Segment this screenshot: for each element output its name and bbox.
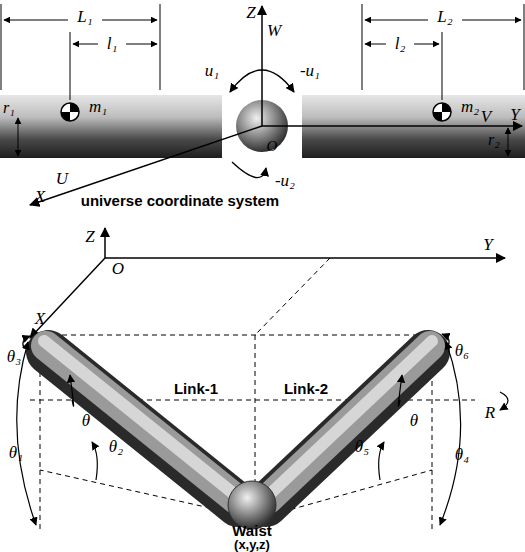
drawing-line (414, 44, 439, 45)
symbol-label: θ₅ (355, 438, 369, 455)
symbol-label: X (35, 188, 45, 205)
symbol-label: r₂ (488, 132, 500, 148)
drawing-line (44, 341, 234, 494)
com-symbol-2 (433, 103, 451, 121)
top-figure (0, 4, 525, 205)
drawing-circle (61, 103, 79, 121)
drawing-g (30, 258, 475, 530)
drawing-line (261, 6, 263, 126)
drawing-line (524, 4, 525, 90)
symbol-label: R (485, 404, 495, 421)
symbol-label: W (267, 22, 281, 39)
drawing-path (92, 442, 97, 480)
symbol-label: X (35, 310, 45, 327)
symbol-label: θ (410, 412, 418, 429)
drawing-line (365, 44, 386, 45)
caption-label: (x,y,z) (234, 538, 270, 551)
drawing-line (462, 20, 521, 21)
symbol-label: θ₂ (109, 438, 123, 455)
drawing-line (105, 257, 505, 259)
symbol-label: V (481, 108, 491, 125)
drawing-line (432, 470, 433, 530)
drawing-path (440, 342, 461, 525)
drawing-path (23, 336, 30, 348)
drawing-line (255, 258, 330, 335)
drawing-line (262, 125, 522, 127)
caption-label: universe coordinate system (81, 193, 279, 208)
drawing-line (270, 341, 432, 494)
drawing-path (70, 375, 74, 406)
symbol-label: L₁ (77, 8, 92, 25)
symbol-label: O (112, 260, 124, 277)
symbol-label: u₁ (205, 62, 219, 79)
symbol-label: l₂ (395, 35, 406, 52)
drawing-path (500, 392, 508, 410)
drawing-path (379, 442, 384, 480)
drawing-line (160, 4, 161, 90)
drawing-line (70, 32, 71, 100)
drawing-path (70, 103, 79, 112)
symbol-label: θ₃ (7, 348, 21, 365)
drawing-line (35, 335, 440, 336)
caption-label: Link-2 (284, 381, 328, 396)
symbol-label: -u₁ (300, 62, 320, 79)
drawing-g (1, 4, 524, 205)
symbol-label: θ₆ (455, 342, 469, 359)
symbol-label: θ₁ (9, 444, 23, 461)
drawing-line (442, 32, 443, 100)
drawing-path (232, 162, 266, 178)
symbol-label: Z (85, 228, 94, 245)
symbol-label: θ₄ (455, 446, 469, 463)
drawing-line (126, 44, 157, 45)
drawing-rect (0, 95, 222, 158)
drawing-line (104, 228, 106, 258)
drawing-line (4, 20, 68, 21)
bottom-figure (17, 228, 508, 530)
symbol-label: r₁ (3, 100, 15, 116)
drawing-path (442, 334, 449, 346)
caption-label: Link-1 (174, 381, 218, 396)
symbol-label: Z (246, 4, 255, 21)
drawing-path (230, 70, 294, 92)
drawing-path (17, 342, 36, 525)
symbol-label: U (56, 170, 68, 187)
drawing-path (442, 103, 451, 112)
drawing-path (61, 112, 70, 121)
symbol-label: O (267, 139, 278, 154)
caption-label: Waist (232, 523, 271, 538)
symbol-label: Y (483, 236, 492, 253)
drawing-line (362, 4, 363, 90)
drawing-line (1, 4, 2, 90)
drawing-g (30, 228, 505, 338)
drawing-circle (433, 103, 451, 121)
symbol-label: m₁ (89, 98, 107, 115)
drawing-path (398, 375, 402, 406)
drawing-line (255, 335, 256, 486)
drawing-line (40, 470, 41, 530)
drawing-line (365, 20, 428, 21)
drawing-g (17, 334, 508, 525)
symbol-label: θ (82, 412, 90, 429)
drawing-line (102, 20, 157, 21)
symbol-label: Y (510, 106, 519, 123)
drawing-line (18, 118, 19, 156)
symbol-label: l₁ (107, 35, 118, 52)
drawing-line (73, 44, 98, 45)
drawing-line (30, 258, 105, 338)
com-symbol-1 (61, 103, 79, 121)
symbol-label: -u₂ (275, 172, 295, 189)
symbol-label: L₂ (437, 8, 452, 25)
drawing-line (508, 128, 509, 156)
symbol-label: m₂ (461, 98, 479, 115)
drawing-path (433, 112, 442, 121)
